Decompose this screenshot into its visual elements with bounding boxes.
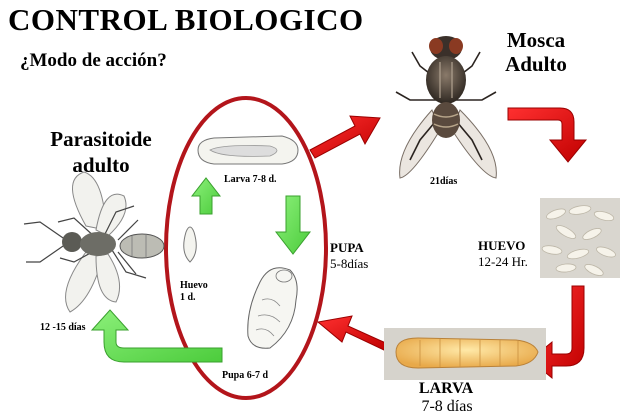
parasitoid-adult-label: Parasitoide adulto — [46, 126, 156, 178]
parasitoid-label-line2: adulto — [46, 152, 156, 178]
red-arrow-to-egg — [508, 108, 586, 162]
red-arrow-to-fly — [310, 116, 380, 158]
parasitoid-duration: 12 -15 días — [40, 322, 86, 333]
pupa-label: PUPA — [330, 240, 364, 256]
page-subtitle: ¿Modo de acción? — [20, 50, 167, 72]
egg-label: HUEVO — [478, 238, 525, 254]
inner-egg-line1: Huevo — [180, 280, 208, 292]
fly-duration: 21días — [430, 176, 457, 187]
parasitoid-wasp-illustration — [24, 172, 164, 312]
larva-label: LARVA — [416, 380, 476, 398]
inner-egg-label: Huevo 1 d. — [180, 280, 208, 304]
page-title: CONTROL BIOLOGICO — [8, 2, 364, 38]
green-arrow-down — [276, 196, 310, 254]
egg-duration: 12-24 Hr. — [478, 254, 528, 270]
fly-label-line1: Mosca — [496, 28, 576, 52]
parasitoid-larva-sketch — [198, 136, 298, 164]
fly-adult-label: Mosca Adulto — [496, 28, 576, 76]
larva-duration: 7-8 días — [412, 398, 482, 416]
inner-pupa-label: Pupa 6-7 d — [222, 370, 268, 381]
red-arrow-to-pupa — [318, 316, 388, 350]
inner-egg-line2: 1 d. — [180, 292, 208, 304]
green-arrow-to-parasitoid — [92, 310, 222, 362]
larva-photo — [384, 328, 546, 380]
parasitoid-pupa-sketch — [248, 268, 297, 349]
green-arrow-up — [192, 178, 220, 214]
adult-fly-illustration — [396, 36, 496, 178]
parasitoid-label-line1: Parasitoide — [46, 126, 156, 152]
fly-label-line2: Adulto — [496, 52, 576, 76]
parasitoid-egg-sketch — [184, 227, 197, 262]
egg-cluster-photo — [540, 198, 620, 278]
inner-larva-label: Larva 7-8 d. — [224, 174, 277, 185]
pupa-duration: 5-8días — [330, 256, 368, 272]
